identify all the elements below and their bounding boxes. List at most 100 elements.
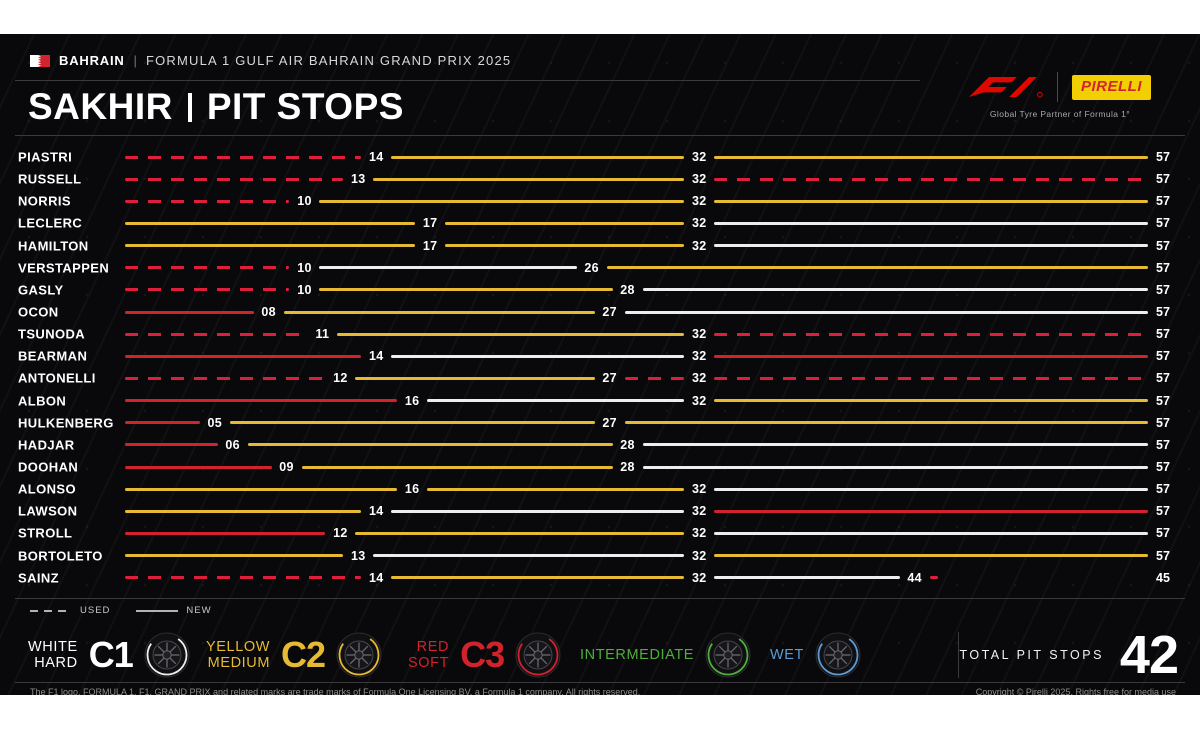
pit-lap-number: 14 xyxy=(368,150,384,165)
stint-line-soft-used xyxy=(125,199,290,203)
footer-divider xyxy=(15,682,1185,683)
pit-lap-number: 32 xyxy=(692,327,707,342)
compound-intermediate: INTERMEDIATE xyxy=(580,624,751,686)
pit-lap-number: 32 xyxy=(692,570,707,585)
pit-lap-number: 10 xyxy=(297,194,312,209)
title-divider xyxy=(187,92,192,122)
bahrain-flag-icon xyxy=(30,54,50,67)
final-lap-number: 57 xyxy=(1156,260,1170,275)
header-divider xyxy=(15,80,920,81)
partner-caption: Global Tyre Partner of Formula 1° xyxy=(989,109,1131,119)
total-pit-stops-label: TOTAL PIT STOPS xyxy=(959,648,1104,662)
stint-line-hard-new xyxy=(642,443,1148,447)
stint-line-hard-new xyxy=(391,509,685,513)
stint-line-hard-new xyxy=(642,465,1148,469)
stint-line-medium-new xyxy=(125,509,362,513)
pit-lap-number: 17 xyxy=(422,238,438,253)
used-label: USED xyxy=(80,605,111,616)
driver-name: PIASTRI xyxy=(18,149,73,165)
used-line-swatch xyxy=(30,609,72,612)
stint-line-soft-used xyxy=(125,576,362,580)
final-lap-number: 57 xyxy=(1156,172,1170,187)
final-lap-number: 57 xyxy=(1156,216,1170,231)
stint-line-medium-new xyxy=(606,266,1148,270)
final-lap-number: 57 xyxy=(1156,548,1170,563)
total-divider xyxy=(958,632,959,678)
new-label: NEW xyxy=(186,605,212,616)
stint-line-medium-new xyxy=(391,576,685,580)
stint-line-hard-new xyxy=(373,554,685,558)
stint-line-medium-new xyxy=(714,554,1148,558)
logo-divider xyxy=(1056,72,1058,102)
stint-line-medium-new xyxy=(283,310,595,314)
pit-lap-number: 28 xyxy=(620,460,635,475)
driver-name: TSUNODA xyxy=(18,326,86,342)
stint-line-soft-used xyxy=(125,155,362,159)
tyre-icon-c1 xyxy=(144,632,190,678)
stint-line-soft-used xyxy=(125,288,290,292)
driver-name: ALONSO xyxy=(18,481,77,497)
stint-line-soft-new xyxy=(714,354,1148,358)
pit-lap-number: 12 xyxy=(333,526,348,541)
final-lap-number: 57 xyxy=(1156,482,1170,497)
stint-line-soft-new xyxy=(125,421,200,425)
new-line-swatch xyxy=(136,609,179,612)
driver-name: ANTONELLI xyxy=(18,370,96,386)
pit-lap-number: 32 xyxy=(692,504,707,519)
stint-line-medium-new xyxy=(714,199,1148,203)
event-name: FORMULA 1 GULF AIR BAHRAIN GRAND PRIX 20… xyxy=(145,53,512,68)
legend-used: USED xyxy=(30,605,110,616)
pit-lap-number: 32 xyxy=(692,150,707,165)
compound-wet: WET xyxy=(770,624,861,686)
stint-line-medium-new xyxy=(427,487,685,491)
stint-line-medium-new xyxy=(445,244,685,248)
country-label: BAHRAIN xyxy=(59,53,125,68)
pit-lap-number: 12 xyxy=(333,371,348,386)
pit-lap-number: 09 xyxy=(279,460,294,475)
stint-line-medium-new xyxy=(125,244,416,248)
final-lap-number: 57 xyxy=(1156,371,1170,386)
stint-line-soft-new xyxy=(125,531,326,535)
stint-line-soft-used xyxy=(624,376,685,380)
stint-line-hard-new xyxy=(714,244,1148,248)
driver-name: LAWSON xyxy=(18,503,78,519)
tyre-icon-wet xyxy=(815,632,861,678)
stint-line-medium-new xyxy=(624,421,1148,425)
final-lap-number: 57 xyxy=(1156,526,1170,541)
driver-name: NORRIS xyxy=(18,193,71,209)
chart-bottom-divider xyxy=(15,598,1185,599)
stint-line-medium-new xyxy=(319,288,613,292)
pit-lap-number: 10 xyxy=(297,282,312,297)
driver-name: HULKENBERG xyxy=(18,415,114,431)
stint-line-hard-new xyxy=(714,221,1148,225)
pit-lap-number: 14 xyxy=(368,570,384,585)
stint-line-soft-new xyxy=(125,465,272,469)
stint-line-medium-new xyxy=(125,487,398,491)
final-lap-number: 57 xyxy=(1156,305,1170,320)
stint-line-hard-new xyxy=(319,266,577,270)
final-lap-number: 45 xyxy=(1156,570,1170,585)
stint-line-medium-new xyxy=(714,155,1148,159)
stint-line-medium-new xyxy=(391,155,685,159)
stint-line-medium-new xyxy=(319,199,685,203)
footer-copyright-text: Copyright © Pirelli 2025. Rights free fo… xyxy=(975,687,1176,695)
pit-lap-number: 32 xyxy=(692,371,707,386)
